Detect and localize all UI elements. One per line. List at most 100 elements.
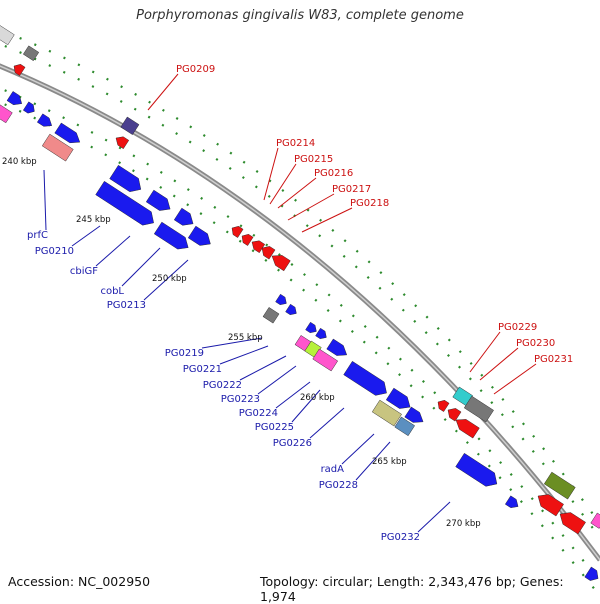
gene-label: PG0228 (319, 480, 358, 491)
gene-feature (241, 234, 254, 246)
leader-line (493, 363, 537, 395)
leader-line (277, 177, 317, 209)
gene-features (0, 24, 600, 581)
leader-line (309, 407, 345, 439)
gene-feature (41, 133, 74, 162)
map-title: Porphyromonas gingivalis W83, complete g… (136, 8, 464, 23)
leader-line (71, 225, 101, 247)
genome-backbone (0, 63, 600, 562)
gene-feature (153, 221, 189, 250)
gene-label: PG0221 (183, 364, 222, 375)
gene-feature (437, 400, 450, 412)
gene-label: PG0210 (35, 246, 74, 257)
gene-feature (37, 113, 53, 127)
gene-feature (343, 361, 387, 396)
leader-line (263, 147, 279, 201)
scale-label: 250 kbp (152, 274, 187, 284)
gene-label: PG0225 (255, 422, 294, 433)
gene-label: cobL (100, 286, 124, 297)
tick-track (0, 28, 600, 597)
gene-feature (371, 399, 402, 427)
gene-feature (6, 91, 22, 106)
scale-label: 265 kbp (372, 457, 407, 467)
gene-label: PG0232 (381, 532, 420, 543)
leader-line (143, 259, 189, 301)
leader-line (43, 169, 47, 231)
gene-feature (115, 136, 130, 150)
gene-feature (275, 293, 287, 305)
gene-label: PG0216 (314, 168, 353, 179)
leader-line (269, 163, 297, 205)
leader-line (479, 347, 519, 381)
gene-feature (455, 419, 480, 439)
gene-feature (315, 327, 327, 339)
genome-backbone-highlight (0, 65, 600, 561)
gene-feature (404, 406, 424, 423)
gene-feature (109, 165, 142, 192)
leader-line (219, 345, 269, 365)
scale-label: 245 kbp (76, 215, 111, 225)
label-leaders (43, 73, 537, 533)
gene-label: radA (321, 464, 345, 475)
gene-feature (0, 24, 15, 46)
leader-line (147, 73, 179, 111)
gene-label: PG0217 (332, 184, 371, 195)
gene-label: PG0219 (165, 348, 204, 359)
leader-line (201, 337, 263, 349)
scale-label: 260 kbp (300, 393, 335, 403)
gene-label: PG0213 (107, 300, 146, 311)
gene-label: PG0214 (276, 138, 315, 149)
leader-line (239, 355, 287, 381)
gene-feature (95, 181, 154, 226)
gene-feature (505, 495, 519, 508)
gene-label: PG0231 (534, 354, 573, 365)
gene-feature (326, 338, 348, 356)
gene-feature (447, 408, 462, 422)
gene-feature (543, 471, 576, 500)
gene-label: PG0224 (239, 408, 278, 419)
scale-label: 270 kbp (446, 519, 481, 529)
gene-feature (173, 207, 194, 226)
gene-label: PG0223 (221, 394, 260, 405)
gene-feature (285, 303, 297, 315)
gene-feature (231, 226, 244, 238)
accession-text: Accession: NC_002950 (8, 574, 151, 589)
gene-feature (455, 453, 498, 487)
leader-line (341, 433, 375, 465)
gene-label: PG0226 (273, 438, 312, 449)
gene-feature (584, 566, 599, 581)
gene-label: PG0209 (176, 64, 215, 75)
leader-line (275, 381, 311, 409)
gene-label: PG0218 (350, 198, 389, 209)
leader-line (257, 365, 297, 395)
gene-feature (305, 321, 317, 333)
gene-label: PG0215 (294, 154, 333, 165)
rna-feature (590, 512, 600, 529)
scale-label: 240 kbp (2, 157, 37, 167)
gene-feature (13, 64, 26, 76)
gene-label: cbiGF (70, 266, 98, 277)
leader-line (291, 389, 321, 423)
gene-feature (271, 255, 291, 272)
gene-feature (463, 395, 494, 423)
rna-feature (312, 348, 338, 372)
gene-feature (54, 122, 81, 144)
gene-feature (394, 416, 415, 437)
gene-feature (385, 387, 411, 409)
gene-feature (261, 246, 276, 260)
gene-feature (251, 240, 266, 254)
gene-label: PG0229 (498, 322, 537, 333)
rna-feature (0, 102, 13, 124)
gene-feature (262, 307, 280, 324)
gene-feature (145, 189, 171, 211)
gene-feature (23, 101, 35, 114)
leader-line (287, 193, 335, 221)
tick-track-inner1 (0, 42, 600, 539)
leader-line (121, 247, 161, 287)
gene-label: prfC (27, 230, 48, 241)
leader-line (355, 441, 391, 481)
gene-feature (23, 45, 40, 62)
gene-feature (559, 512, 586, 535)
